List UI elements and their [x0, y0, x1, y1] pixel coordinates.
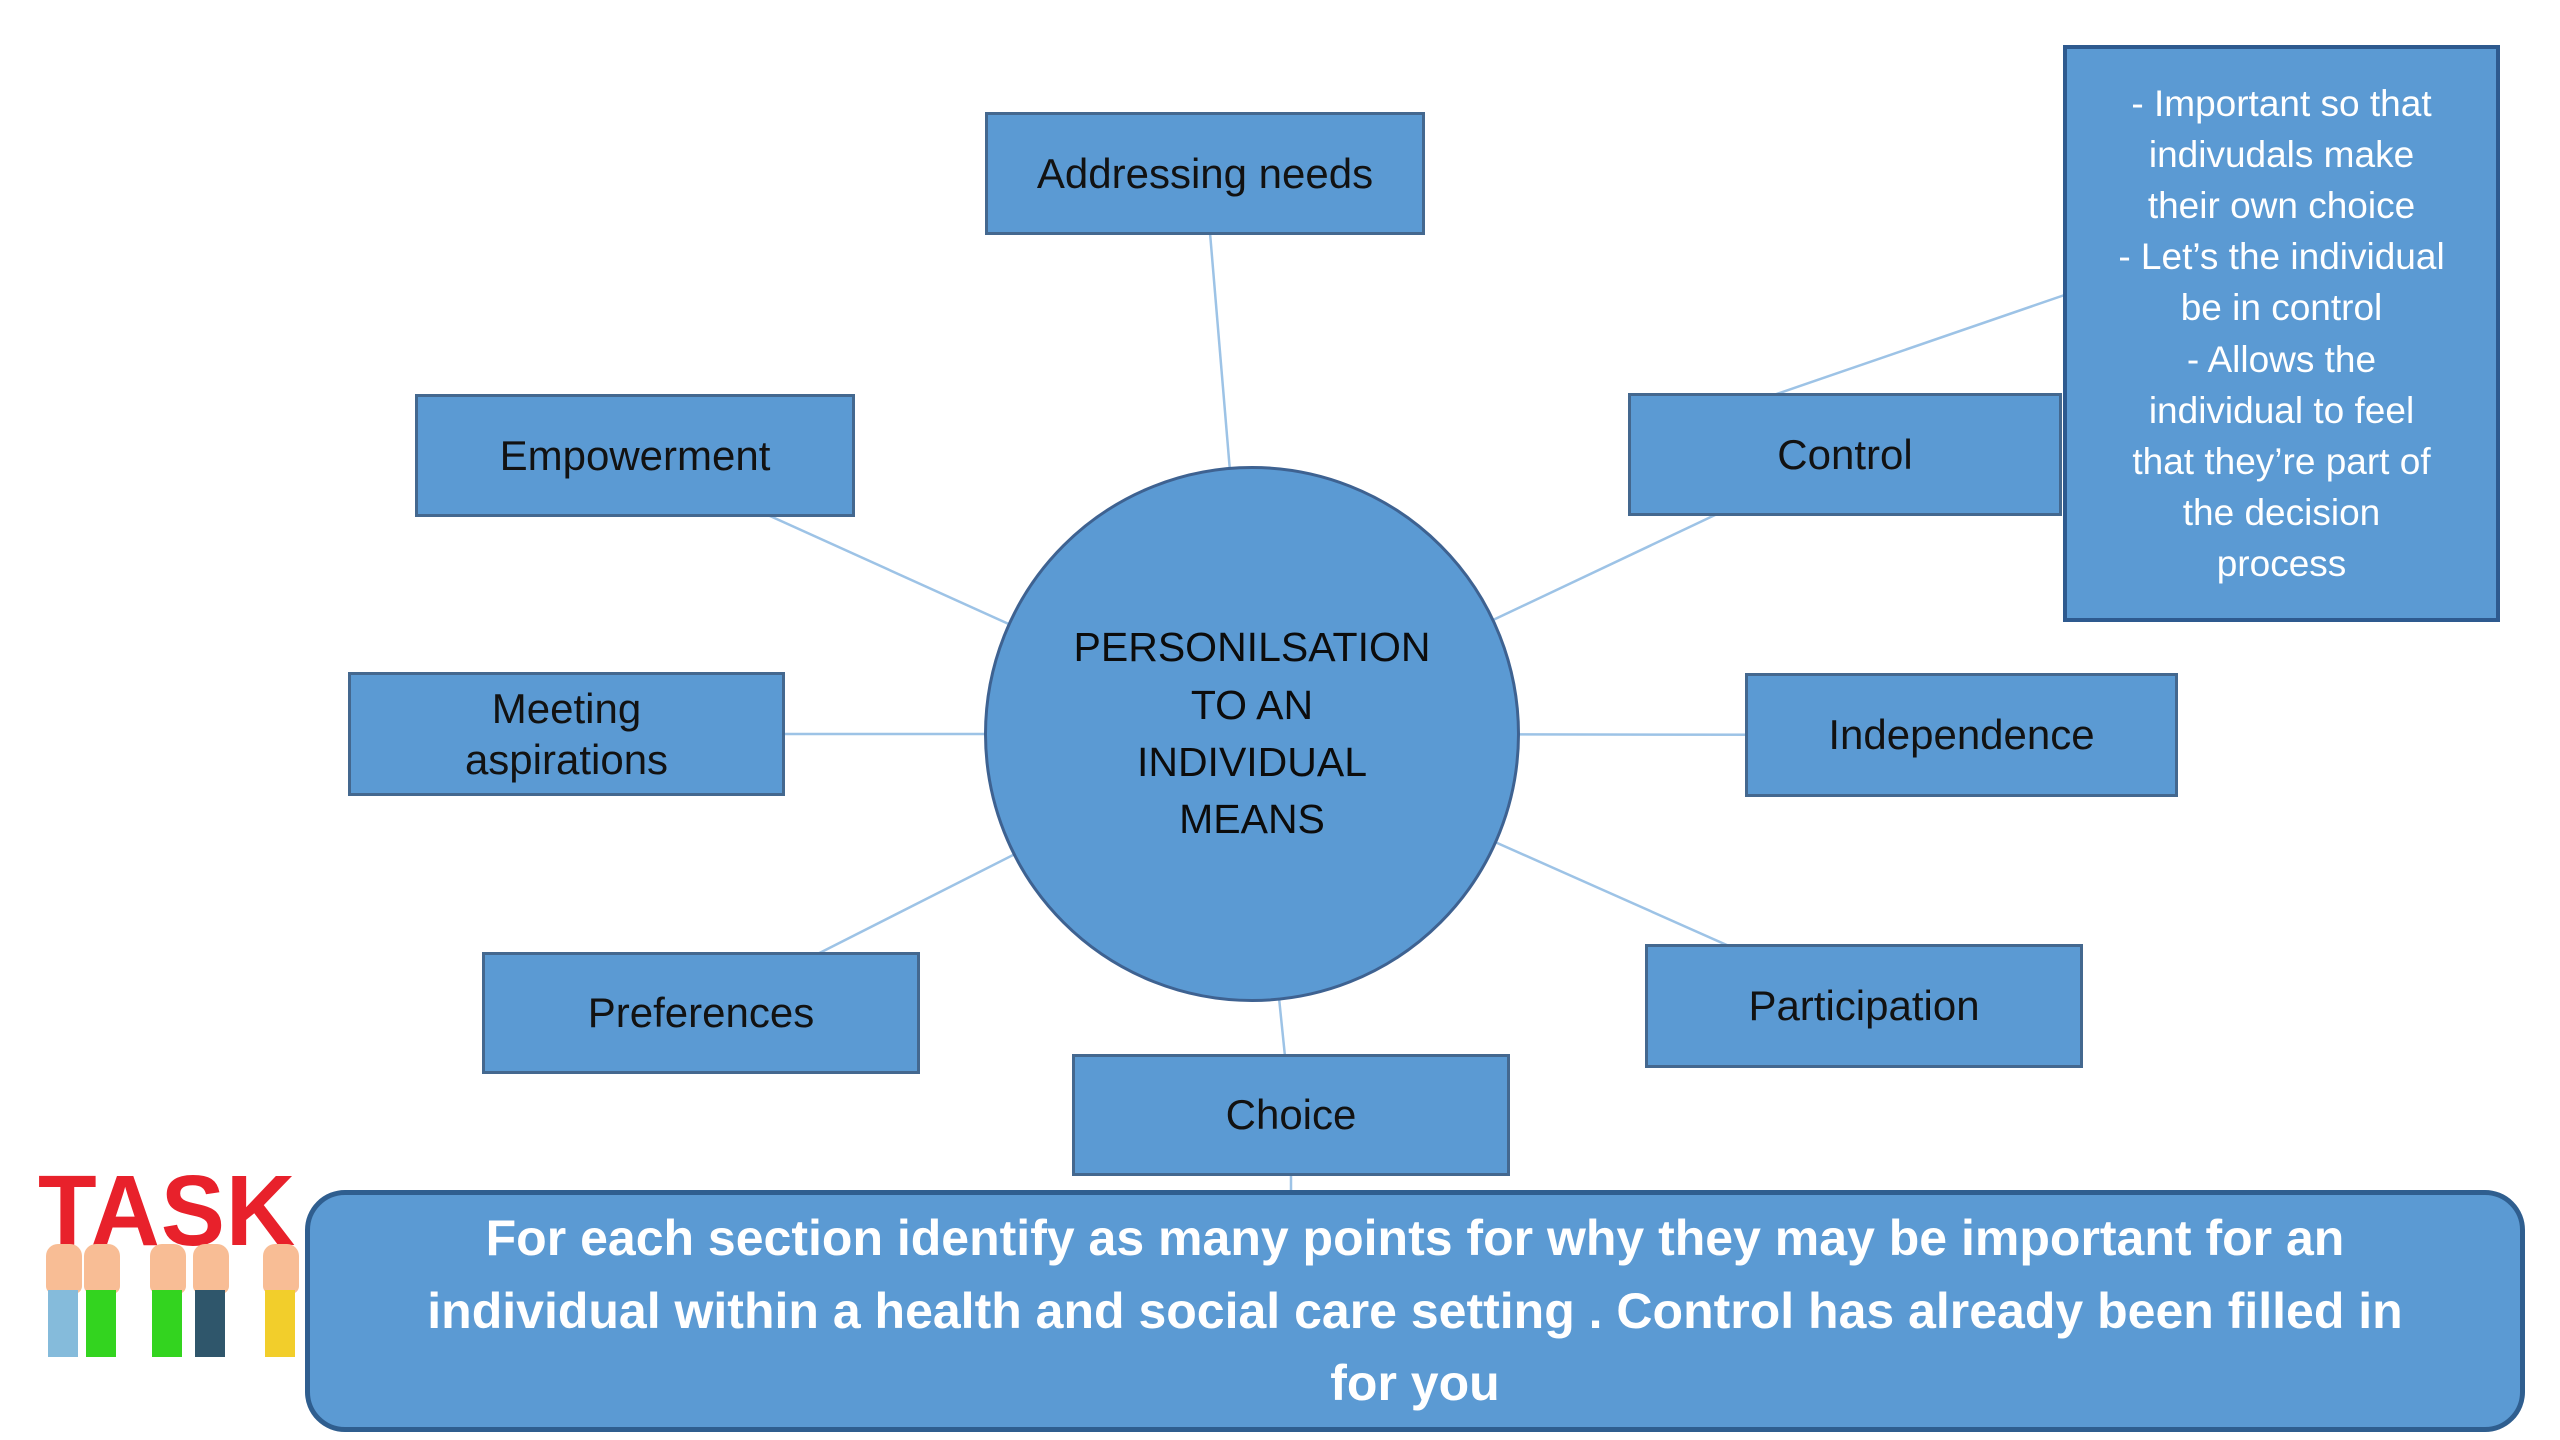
- hand-icon: [263, 1244, 299, 1294]
- task-hands-icon: TASK: [38, 1161, 299, 1372]
- connector-control-to-notes: [1764, 286, 2086, 400]
- node-independence: Independence: [1745, 673, 2178, 797]
- node-meeting-aspirations: Meeting aspirations: [348, 672, 785, 796]
- control-note-item: - Allows the individual to feel that the…: [2132, 338, 2431, 584]
- hand-icon: [84, 1244, 120, 1294]
- node-empowerment: Empowerment: [415, 394, 855, 517]
- control-notes-list: - Important so that indivudals make thei…: [2067, 78, 2496, 588]
- control-notes-box: - Important so that indivudals make thei…: [2063, 45, 2500, 622]
- task-instruction-banner: For each section identify as many points…: [305, 1190, 2525, 1432]
- sleeve-icon: [152, 1290, 182, 1357]
- control-note-item: - Important so that indivudals make thei…: [2131, 83, 2432, 227]
- node-participation: Participation: [1645, 944, 2083, 1068]
- node-choice: Choice: [1072, 1054, 1510, 1176]
- control-note-item: - Let’s the individual be in control: [2118, 236, 2445, 329]
- sleeve-icon: [86, 1290, 116, 1357]
- node-addressing-needs: Addressing needs: [985, 112, 1425, 235]
- sleeve-icon: [265, 1290, 295, 1357]
- hand-icon: [150, 1244, 186, 1294]
- node-preferences: Preferences: [482, 952, 920, 1074]
- central-topic: PERSONILSATION TO AN INDIVIDUAL MEANS: [984, 466, 1520, 1002]
- node-control: Control: [1628, 393, 2062, 516]
- hand-icon: [46, 1244, 82, 1294]
- sleeve-icon: [48, 1290, 78, 1357]
- hand-icon: [193, 1244, 229, 1294]
- sleeve-icon: [195, 1290, 225, 1357]
